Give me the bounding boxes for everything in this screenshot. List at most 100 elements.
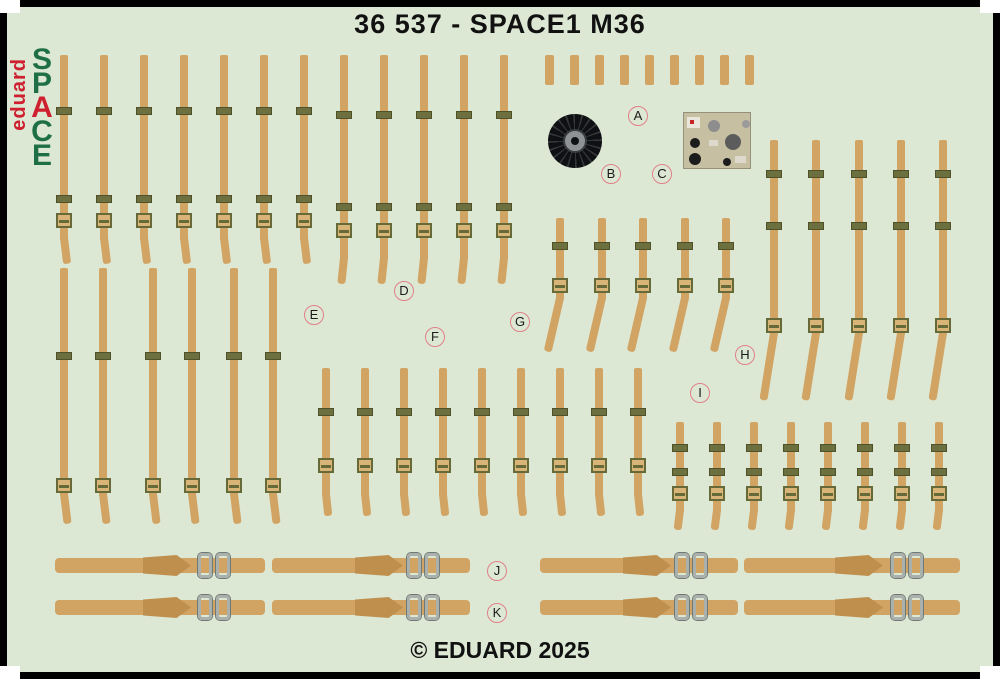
strap-buckle: [935, 318, 951, 333]
strap-tail: [747, 509, 758, 531]
copyright-notice: © EDUARD 2025: [410, 637, 590, 663]
strap-tail: [180, 237, 192, 265]
strap: [939, 140, 947, 335]
strap-band: [145, 352, 161, 360]
belt-buckle: [675, 553, 689, 578]
strap-buckle: [851, 318, 867, 333]
strap: [595, 368, 603, 496]
strap: [720, 55, 729, 85]
strap-band: [783, 444, 799, 452]
strap-tail: [149, 493, 161, 525]
strap: [300, 55, 308, 240]
strap-band: [396, 408, 412, 416]
strap-band: [808, 222, 824, 230]
strap-tail: [932, 509, 943, 531]
strap-band: [96, 107, 112, 115]
belt-buckle: [693, 553, 707, 578]
strap-buckle: [216, 213, 232, 228]
strap-band: [456, 203, 472, 211]
strap-buckle: [893, 318, 909, 333]
strap: [770, 140, 778, 335]
belt-buckle: [216, 595, 230, 620]
strap: [340, 55, 348, 260]
strap-tail: [821, 509, 832, 531]
panel-knob: [689, 153, 701, 165]
strap-band: [376, 203, 392, 211]
part-label-F: F: [425, 327, 445, 347]
strap-buckle: [145, 478, 161, 493]
strap-band: [56, 107, 72, 115]
strap: [140, 55, 148, 240]
belt-fold: [835, 555, 883, 576]
strap-buckle: [357, 458, 373, 473]
strap-band: [851, 170, 867, 178]
strap-buckle: [416, 223, 432, 238]
strap-buckle: [630, 458, 646, 473]
panel-knob: [742, 120, 750, 128]
belt-buckle: [198, 595, 212, 620]
strap-band: [672, 468, 688, 476]
strap: [99, 268, 107, 496]
strap-buckle: [820, 486, 836, 501]
strap-buckle: [435, 458, 451, 473]
strap-tail: [361, 493, 372, 517]
belt-buckle: [425, 553, 439, 578]
strap-buckle: [931, 486, 947, 501]
corner-mark: [0, 666, 20, 679]
part-label-E: E: [304, 305, 324, 325]
logo-letter-P: P: [31, 67, 52, 100]
strap-buckle: [766, 318, 782, 333]
strap-buckle: [635, 278, 651, 293]
strap-buckle: [857, 486, 873, 501]
strap-band: [808, 170, 824, 178]
strap-buckle: [474, 458, 490, 473]
strap: [750, 422, 758, 512]
strap-band: [766, 222, 782, 230]
strap-buckle: [256, 213, 272, 228]
strap: [60, 55, 68, 240]
strap-tail: [895, 509, 906, 531]
strap-tail: [60, 493, 72, 525]
strap-band: [416, 111, 432, 119]
strap-band: [766, 170, 782, 178]
strap-band: [935, 222, 951, 230]
strap-tail: [100, 237, 112, 265]
panel-knob: [725, 134, 741, 150]
strap-tail: [377, 257, 388, 285]
part-label-I: I: [690, 383, 710, 403]
strap: [556, 218, 564, 300]
belt-buckle: [891, 595, 905, 620]
strap-band: [672, 444, 688, 452]
strap: [855, 140, 863, 335]
strap-band: [635, 242, 651, 250]
strap-buckle: [136, 213, 152, 228]
strap: [935, 422, 943, 512]
strap-band: [216, 107, 232, 115]
strap: [439, 368, 447, 496]
strap-buckle: [318, 458, 334, 473]
strap-band: [677, 242, 693, 250]
strap-band: [552, 408, 568, 416]
strap: [380, 55, 388, 260]
strap-band: [630, 408, 646, 416]
strap: [620, 55, 629, 85]
belt-buckle: [675, 595, 689, 620]
strap: [898, 422, 906, 512]
strap: [188, 268, 196, 496]
corner-mark: [980, 0, 1000, 13]
strap-band: [851, 222, 867, 230]
strap-buckle: [552, 278, 568, 293]
strap: [570, 55, 579, 85]
strap-buckle: [336, 223, 352, 238]
panel-knob: [723, 158, 731, 166]
strap-buckle: [746, 486, 762, 501]
panel-chip: [690, 120, 694, 124]
belt-fold: [623, 597, 671, 618]
strap-tail: [886, 332, 905, 401]
strap-band: [591, 408, 607, 416]
strap-tail: [478, 493, 489, 517]
belt-fold: [623, 555, 671, 576]
strap: [220, 55, 228, 240]
strap: [400, 368, 408, 496]
strap-band: [56, 195, 72, 203]
